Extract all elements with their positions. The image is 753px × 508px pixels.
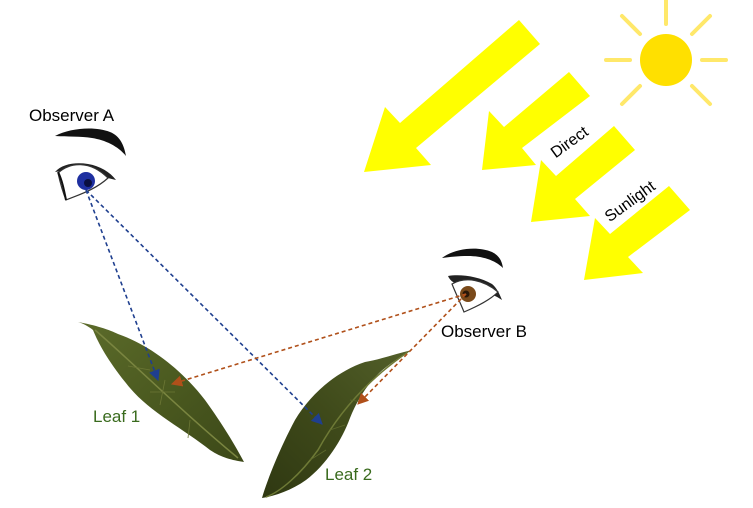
observer-a-eye-icon xyxy=(55,128,126,201)
sunlight-arrow-2 xyxy=(482,72,590,170)
sunlight-arrow-4 xyxy=(584,186,690,280)
sunlight-arrow-3 xyxy=(531,126,635,222)
sightline-a-to-leaf-2 xyxy=(85,189,323,425)
leaf-2 xyxy=(262,350,412,498)
observer-b-eye-icon xyxy=(442,248,503,313)
sunlight-arrows xyxy=(364,20,690,280)
leaf-2-label: Leaf 2 xyxy=(325,465,373,484)
leaf-1 xyxy=(78,322,244,462)
observer-a-label: Observer A xyxy=(29,106,115,125)
sun-icon xyxy=(604,0,728,106)
sunlight-arrow-1 xyxy=(364,20,540,172)
observer-b-label: Observer B xyxy=(441,322,527,341)
leaf-1-label: Leaf 1 xyxy=(93,407,141,426)
sightline-b-to-leaf-2 xyxy=(357,293,467,405)
sightlines xyxy=(85,189,467,425)
sightline-a-to-leaf-1 xyxy=(85,189,160,382)
sightline-b-to-leaf-1 xyxy=(170,293,467,387)
